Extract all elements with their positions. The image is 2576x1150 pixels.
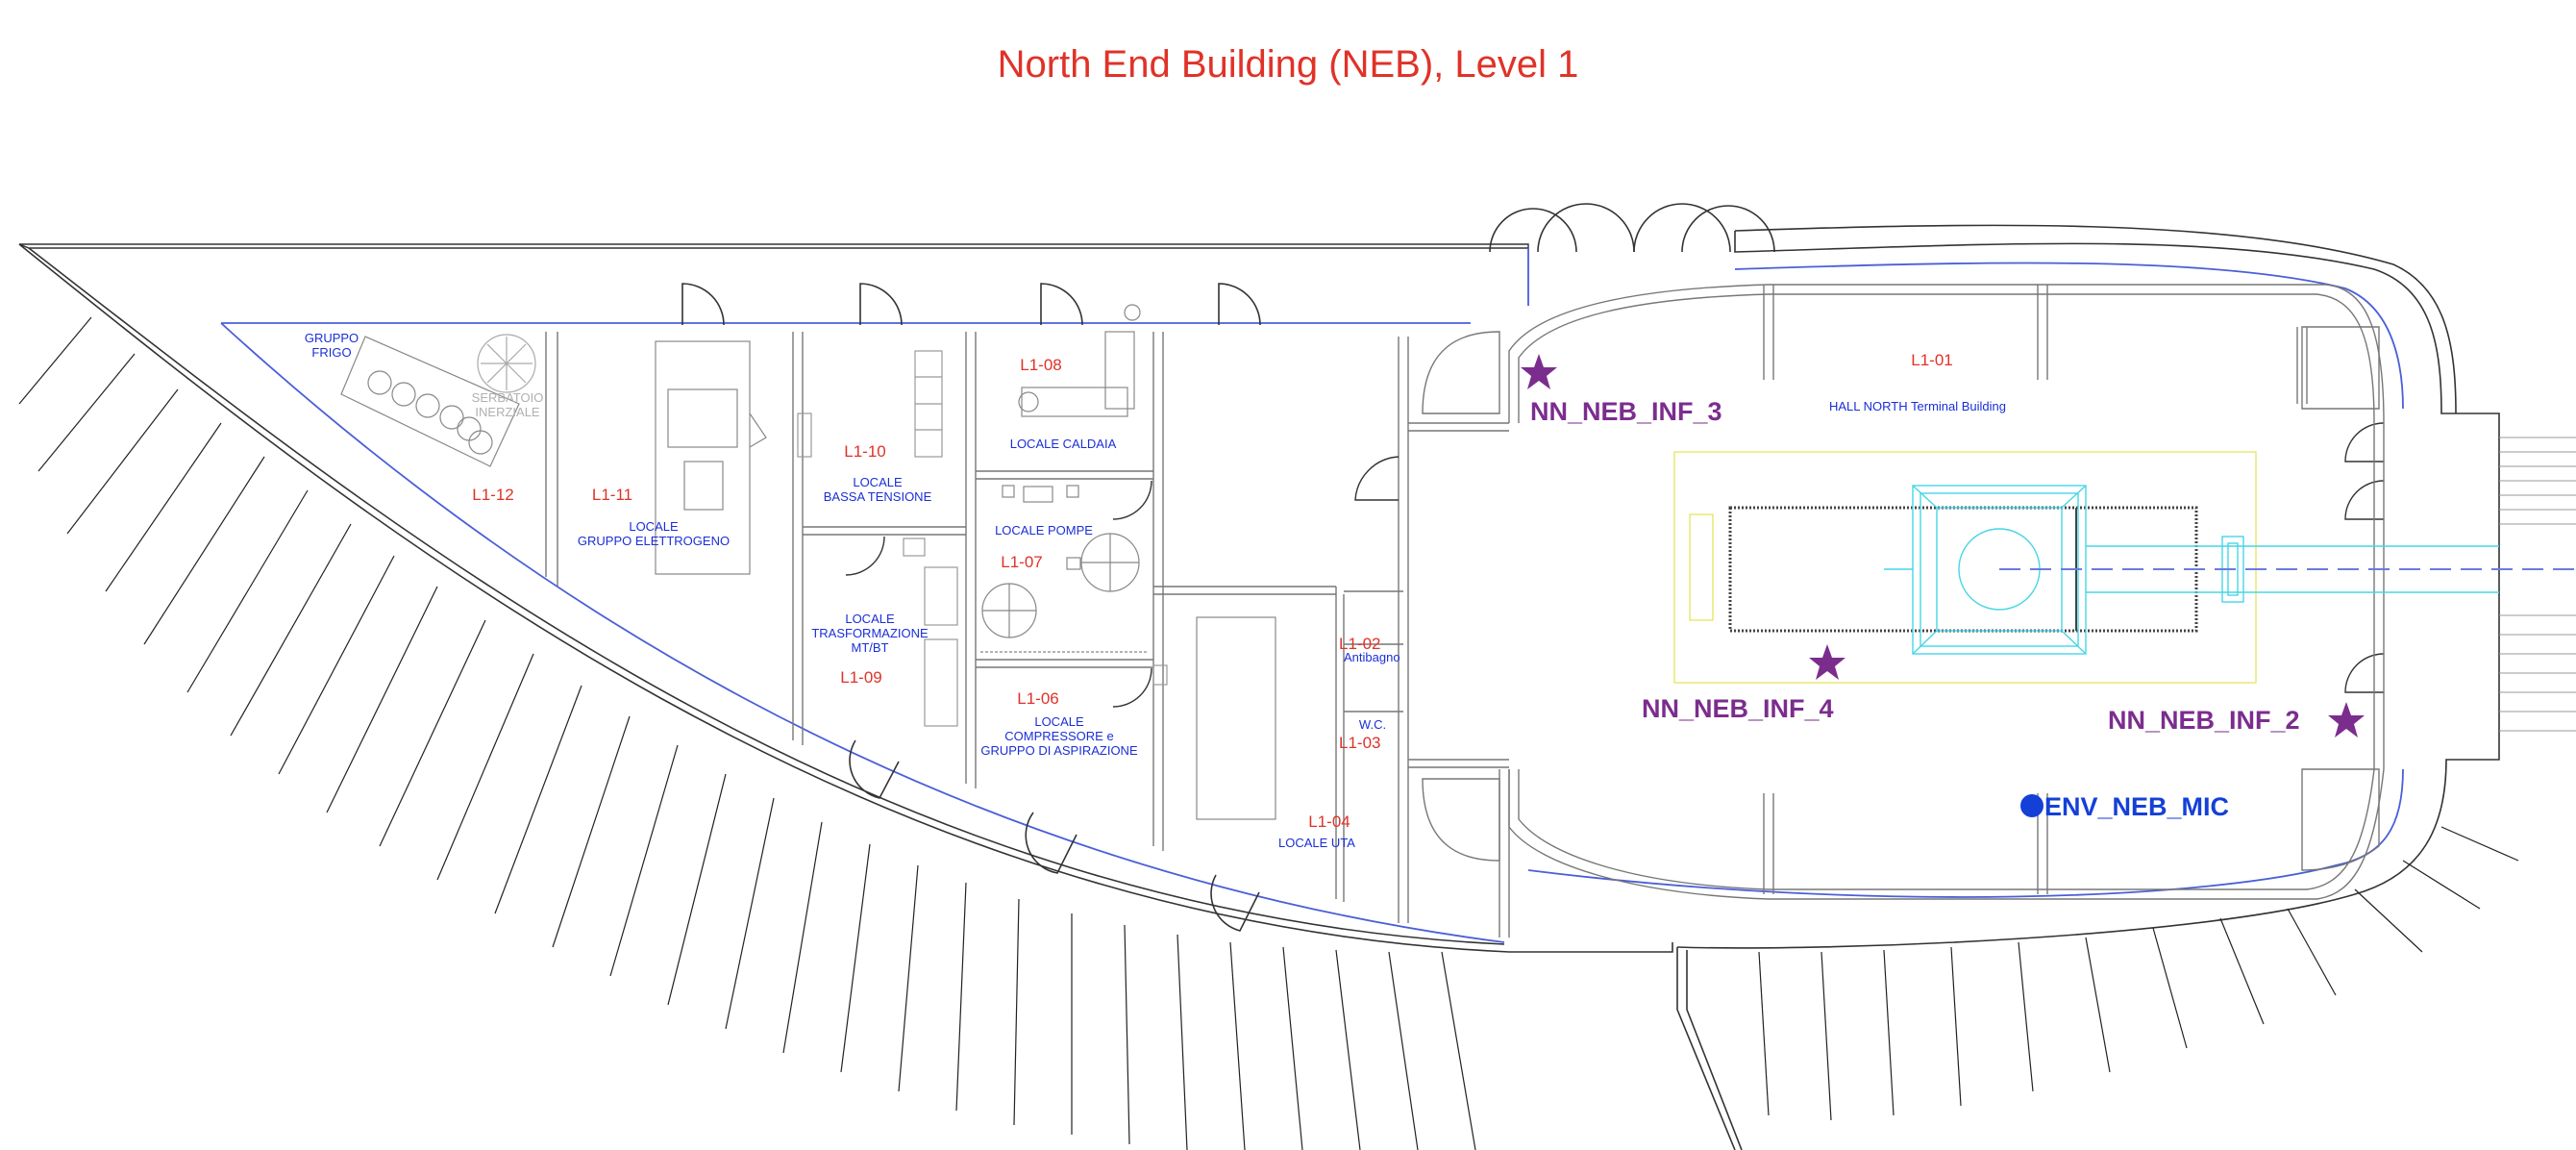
room-name-l1-09-line3: MT/BT [852, 640, 889, 655]
room-code-l1-04: L1-04 [1308, 812, 1350, 831]
room-name-l1-11-line2: GRUPPO ELETTROGENO [578, 534, 730, 548]
star-icon [1521, 354, 1557, 389]
hall-walls [1422, 284, 2385, 900]
boiler [1018, 304, 1141, 417]
room-code-l1-10: L1-10 [844, 442, 885, 461]
room-name-l1-06-line2: COMPRESSORE e [1004, 729, 1113, 743]
electrical-panels [797, 350, 958, 727]
air-handling-unit [1196, 616, 1276, 820]
entrance-ramp [2499, 437, 2576, 732]
access-hatch [1152, 664, 1168, 686]
sensors: NN_NEB_INF_3 NN_NEB_INF_4 NN_NEB_INF_2 E… [1521, 354, 2365, 821]
room-code-l1-03: L1-03 [1339, 734, 1380, 752]
room-name-l1-06-line1: LOCALE [1034, 714, 1084, 729]
sensor-label-nn-neb-inf-4: NN_NEB_INF_4 [1642, 694, 1834, 723]
sensor-label-env-neb-mic: ENV_NEB_MIC [2044, 792, 2229, 821]
tank-fan [477, 334, 536, 393]
sensor-label-nn-neb-inf-2: NN_NEB_INF_2 [2108, 706, 2300, 735]
generator [655, 340, 767, 575]
exterior-hatching-right [1758, 826, 2519, 1121]
room-name-l1-01: HALL NORTH Terminal Building [1829, 399, 2006, 413]
room-code-l1-11: L1-11 [592, 486, 632, 504]
chiller-unit [340, 336, 520, 467]
room-name-l1-10-line2: BASSA TENSIONE [824, 489, 932, 504]
room-code-l1-09: L1-09 [840, 668, 881, 687]
room-name-l1-09-line2: TRASFORMAZIONE [811, 626, 929, 640]
room-name-l1-06-line3: GRUPPO DI ASPIRAZIONE [980, 743, 1138, 758]
room-name-l1-11-line1: LOCALE [629, 519, 679, 534]
tank-label-line1: SERBATOIO [472, 390, 544, 405]
room-name-l1-02: Antibagno [1344, 650, 1400, 664]
tank-label-line2: INERZIALE [475, 405, 540, 419]
experiment-area [1673, 451, 2257, 684]
room-name-l1-07: LOCALE POMPE [995, 523, 1093, 538]
pumps [980, 485, 1149, 653]
yellow-marker [1689, 513, 1714, 621]
star-icon [1809, 644, 1845, 680]
room-name-l1-12-line1: GRUPPO [305, 331, 359, 345]
doors-bottom [849, 739, 1260, 932]
room-code-l1-07: L1-07 [1001, 553, 1042, 571]
room-name-l1-04: LOCALE UTA [1278, 836, 1355, 850]
room-code-l1-01: L1-01 [1911, 351, 1952, 369]
microphone-dot-icon [2020, 794, 2043, 817]
page-title: North End Building (NEB), Level 1 [998, 43, 1579, 86]
room-code-l1-08: L1-08 [1020, 356, 1061, 374]
star-icon [2328, 702, 2365, 738]
doors-side [845, 422, 2385, 708]
room-code-l1-12: L1-12 [472, 486, 513, 504]
room-name-l1-10-line1: LOCALE [853, 475, 903, 489]
room-code-l1-06: L1-06 [1017, 689, 1058, 708]
room-name-l1-03: W.C. [1359, 717, 1386, 732]
outer-shell [18, 224, 2500, 1150]
room-name-l1-08: LOCALE CALDAIA [1010, 437, 1117, 451]
room-labels: L1-01 HALL NORTH Terminal Building L1-02… [305, 331, 2006, 850]
inner-outline [220, 248, 2404, 943]
sensor-label-nn-neb-inf-3: NN_NEB_INF_3 [1530, 397, 1722, 426]
exterior-hatching [18, 316, 1476, 1150]
doors-top [681, 203, 1775, 326]
room-name-l1-09-line1: LOCALE [845, 612, 895, 626]
interior-walls [545, 332, 1510, 938]
room-code-l1-02: L1-02 [1339, 635, 1380, 653]
room-name-l1-12-line2: FRIGO [311, 345, 351, 360]
